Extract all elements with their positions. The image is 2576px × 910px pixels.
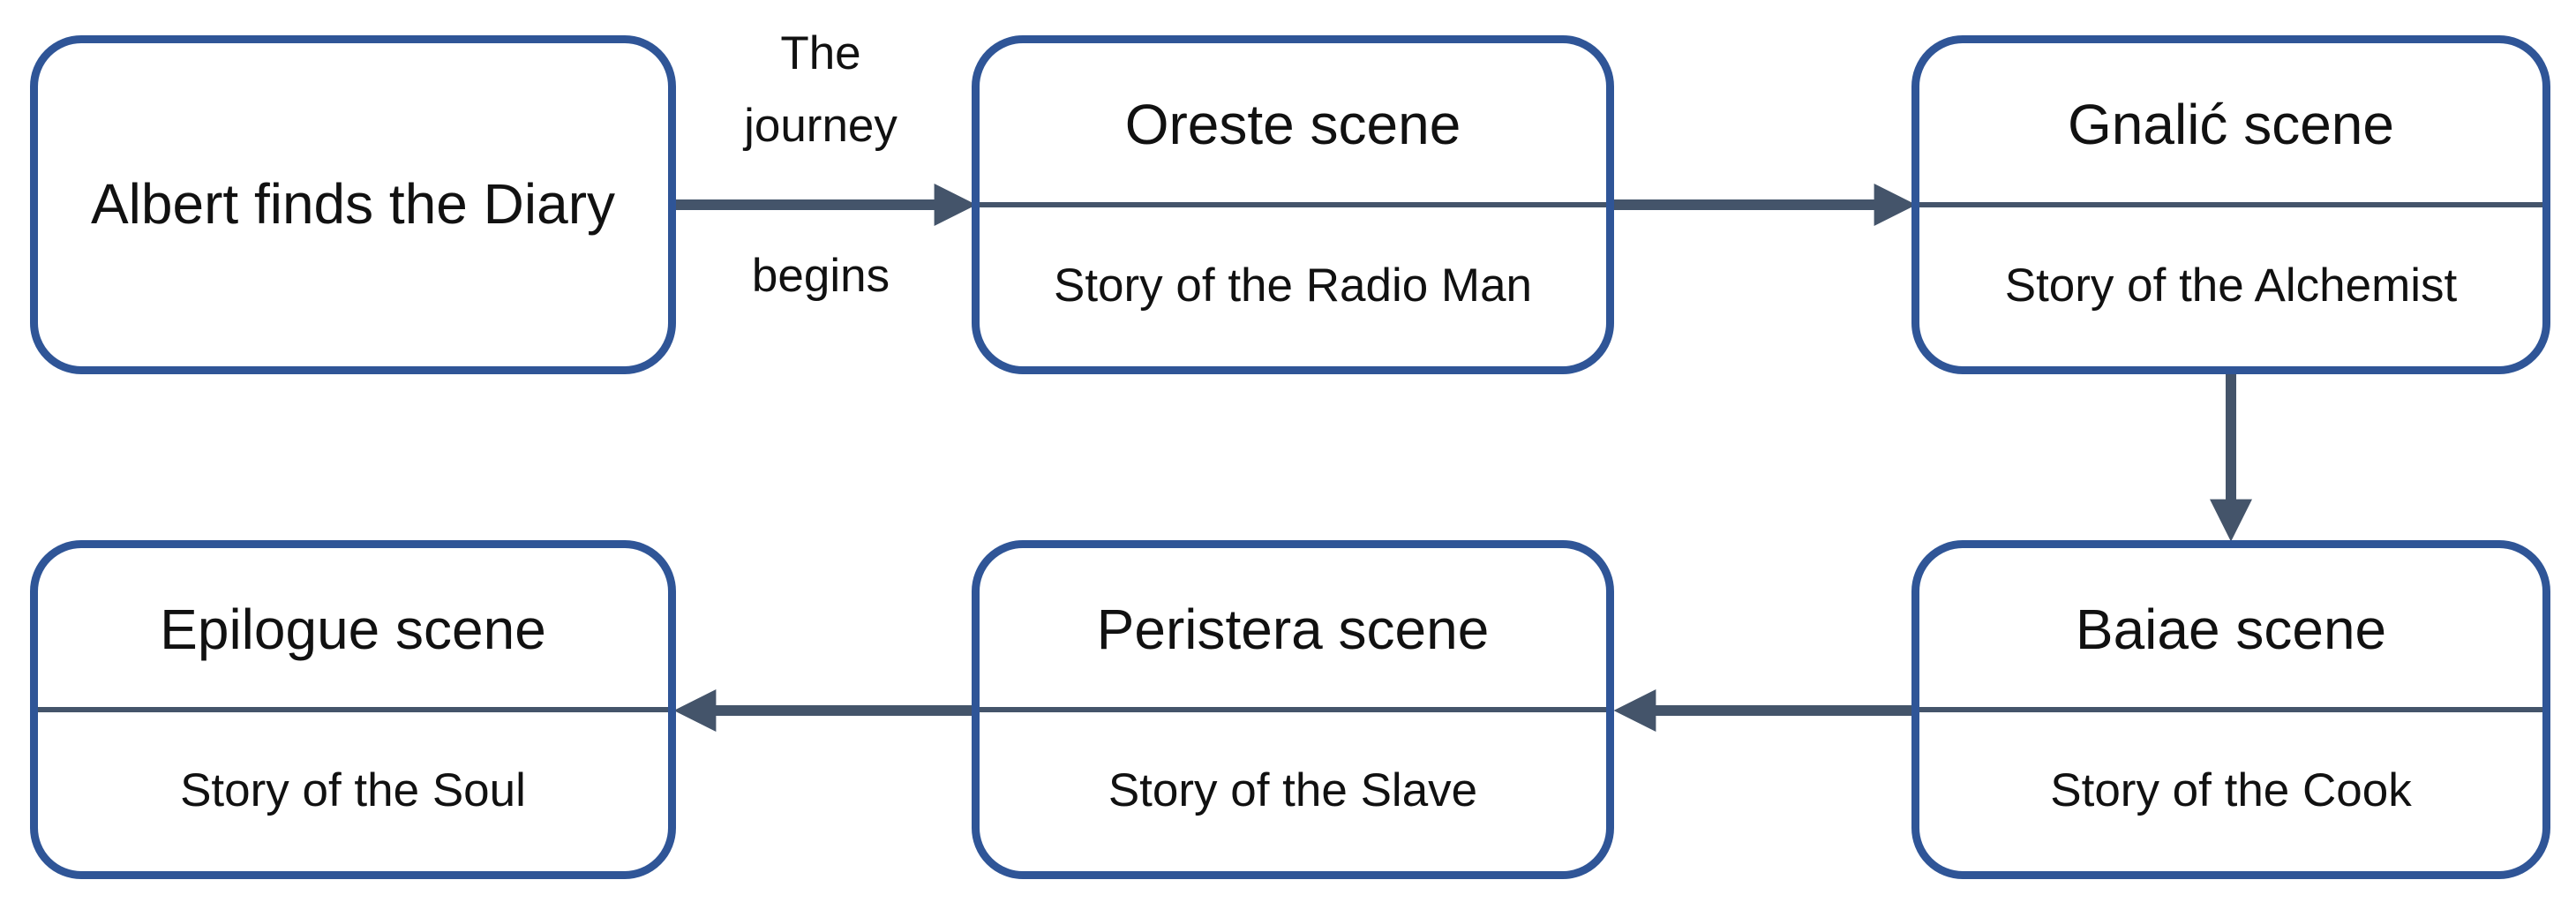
scene-divider — [38, 707, 668, 712]
scene-divider — [980, 202, 1606, 207]
scene-story: Story of the Alchemist — [2004, 259, 2458, 312]
edge-label-journey-line3: begins — [751, 250, 890, 302]
start-node: Albert finds the Diary — [30, 35, 676, 374]
scene-title: Epilogue scene — [160, 597, 546, 661]
edge-label-journey-line2: journey — [744, 100, 897, 152]
edge-label-journey-line1: The — [780, 27, 861, 79]
scene-node-epilogue: Epilogue scene Story of the Soul — [30, 540, 676, 879]
scene-node-oreste: Oreste scene Story of the Radio Man — [972, 35, 1614, 374]
scene-story: Story of the Soul — [180, 764, 526, 816]
scene-title: Oreste scene — [1124, 92, 1461, 156]
scene-story: Story of the Radio Man — [1053, 259, 1533, 312]
scene-node-gnalic: Gnalić scene Story of the Alchemist — [1911, 35, 2550, 374]
scene-title: Peristera scene — [1096, 597, 1490, 661]
scene-node-peristera: Peristera scene Story of the Slave — [972, 540, 1614, 879]
scene-divider — [980, 707, 1606, 712]
scene-divider — [1919, 202, 2542, 207]
start-node-label: Albert finds the Diary — [90, 172, 616, 237]
scene-story: Story of the Cook — [2050, 764, 2412, 816]
scene-title: Baiae scene — [2075, 597, 2387, 661]
scene-story: Story of the Slave — [1108, 764, 1478, 816]
scene-title: Gnalić scene — [2068, 92, 2394, 156]
scene-node-baiae: Baiae scene Story of the Cook — [1911, 540, 2550, 879]
scene-divider — [1919, 707, 2542, 712]
